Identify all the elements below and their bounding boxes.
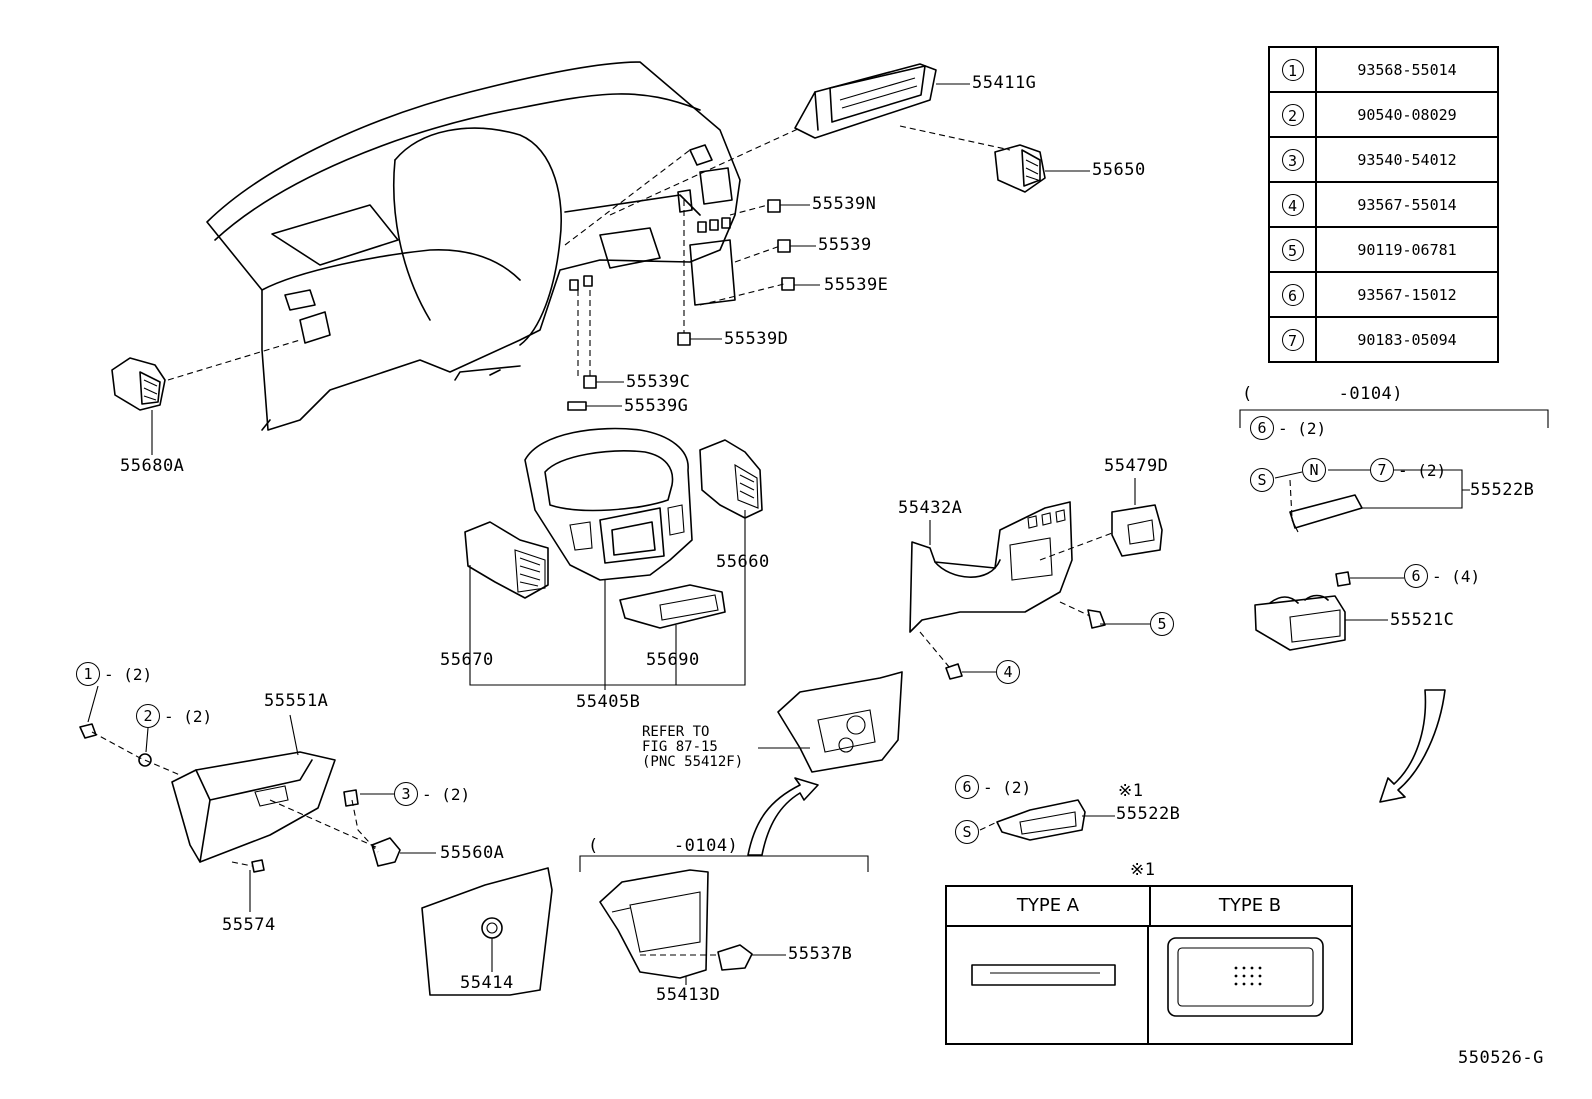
table-row: 6 93567-15012 <box>1268 271 1499 318</box>
instrument-panel-drawing <box>206 61 741 431</box>
label-55522B-bottom: 55522B <box>1116 804 1181 824</box>
screw-6-drawing <box>1335 571 1351 587</box>
switch-module-drawing <box>1111 504 1163 557</box>
label-55560A: 55560A <box>440 843 505 863</box>
callout-n: N <box>1302 458 1326 482</box>
fastener-code: 90183-05094 <box>1315 316 1499 363</box>
label-55650: 55650 <box>1092 160 1146 180</box>
label-55539G: 55539G <box>624 396 689 416</box>
callout-5: 5 <box>1150 612 1174 636</box>
fastener-code: 93568-55014 <box>1315 46 1499 93</box>
fastener-num: 4 <box>1281 193 1304 216</box>
table-row: 4 93567-55014 <box>1268 181 1499 228</box>
range-note-bottom: ( -0104) <box>588 836 739 856</box>
label-55539C: 55539C <box>626 372 691 392</box>
callout-s-top: S <box>1250 468 1274 492</box>
label-55574: 55574 <box>222 915 276 935</box>
type-divider <box>1147 925 1149 1043</box>
screw-1-drawing <box>79 723 97 739</box>
label-55539N: 55539N <box>812 194 877 214</box>
callout-7: 7- (2) <box>1370 458 1446 482</box>
callout-3: 3- (2) <box>394 782 470 806</box>
type-table: TYPE A TYPE B <box>945 885 1353 1045</box>
label-55551A: 55551A <box>264 691 329 711</box>
label-55522B-top: 55522B <box>1470 480 1535 500</box>
callout-6-bottom: 6- (2) <box>955 775 1031 799</box>
center-vent-right-drawing <box>699 439 763 519</box>
lock-cylinder-drawing <box>371 837 401 867</box>
callout-6-middle: 6- (4) <box>1404 564 1480 588</box>
fastener-num: 3 <box>1281 148 1304 171</box>
label-55680A: 55680A <box>120 456 185 476</box>
callout-s-bottom: S <box>955 820 979 844</box>
pocket-insert-top-drawing <box>1289 494 1363 533</box>
flow-arrows <box>747 689 1446 856</box>
nut-2-drawing <box>138 753 152 767</box>
refer-to-note: REFER TO FIG 87-15 (PNC 55412F) <box>642 724 744 770</box>
label-55521C: 55521C <box>1390 610 1455 630</box>
fastener-num: 7 <box>1281 328 1304 351</box>
side-vent-left-drawing <box>111 357 166 411</box>
table-row: 3 93540-54012 <box>1268 136 1499 183</box>
fastener-num: 1 <box>1281 58 1304 81</box>
switch-55537B-drawing <box>717 944 753 971</box>
figure-code: 550526-G <box>1458 1048 1544 1068</box>
fastener-code: 90540-08029 <box>1315 91 1499 138</box>
fastener-num: 5 <box>1281 238 1304 261</box>
reference-mark-1: ※1 <box>1118 781 1144 801</box>
label-55405B: 55405B <box>576 692 641 712</box>
label-55539E: 55539E <box>824 275 889 295</box>
defroster-duct-drawing <box>794 63 937 139</box>
pocket-insert-bottom-drawing <box>996 799 1086 841</box>
fastener-code: 93540-54012 <box>1315 136 1499 183</box>
screw-3-drawing <box>343 789 359 807</box>
label-55414: 55414 <box>460 973 514 993</box>
callout-2: 2- (2) <box>136 704 212 728</box>
fastener-num: 6 <box>1281 283 1304 306</box>
callout-4: 4 <box>996 660 1020 684</box>
leader-lines <box>91 125 1293 956</box>
label-55539: 55539 <box>818 235 872 255</box>
fastener-code: 93567-15012 <box>1315 271 1499 318</box>
label-55660: 55660 <box>716 552 770 572</box>
label-55413D: 55413D <box>656 985 721 1005</box>
fastener-code: 93567-55014 <box>1315 181 1499 228</box>
fastener-code: 90119-06781 <box>1315 226 1499 273</box>
label-55537B: 55537B <box>788 944 853 964</box>
callout-1: 1- (2) <box>76 662 152 686</box>
label-55411G: 55411G <box>972 73 1037 93</box>
glove-box-drawing <box>171 751 336 863</box>
callout-6-top: 6- (2) <box>1250 416 1326 440</box>
label-55432A: 55432A <box>898 498 963 518</box>
center-cluster-drawing <box>524 427 693 581</box>
screw-4-drawing <box>945 663 963 680</box>
type-b-header: TYPE B <box>1149 887 1351 927</box>
type-a-drawing <box>971 964 1116 986</box>
label-leaders <box>87 83 1549 985</box>
lower-panel-drawing <box>909 501 1073 633</box>
stopper-drawing <box>251 859 265 873</box>
label-55690: 55690 <box>646 650 700 670</box>
center-console-panel-drawing <box>599 869 709 979</box>
audio-panel-drawing <box>777 671 903 773</box>
label-55670: 55670 <box>440 650 494 670</box>
fastener-table: 1 93568-55014 2 90540-08029 3 93540-54012 4… <box>1268 46 1499 363</box>
fastener-num: 2 <box>1281 103 1304 126</box>
table-row: 7 90183-05094 <box>1268 316 1499 363</box>
type-b-drawing <box>1167 937 1324 1017</box>
table-row: 1 93568-55014 <box>1268 46 1499 93</box>
label-55539D: 55539D <box>724 329 789 349</box>
label-55479D: 55479D <box>1104 456 1169 476</box>
center-vent-left-drawing <box>464 521 549 599</box>
side-vent-right-drawing <box>994 144 1046 193</box>
table-row: 5 90119-06781 <box>1268 226 1499 273</box>
ashtray-box-drawing <box>1254 594 1346 651</box>
bolt-5-drawing <box>1087 609 1106 629</box>
range-note-top: ( -0104) <box>1242 384 1404 404</box>
reference-mark-1-table: ※1 <box>1130 860 1156 880</box>
type-a-header: TYPE A <box>947 887 1151 927</box>
center-lower-vent-drawing <box>619 584 726 629</box>
table-row: 2 90540-08029 <box>1268 91 1499 138</box>
